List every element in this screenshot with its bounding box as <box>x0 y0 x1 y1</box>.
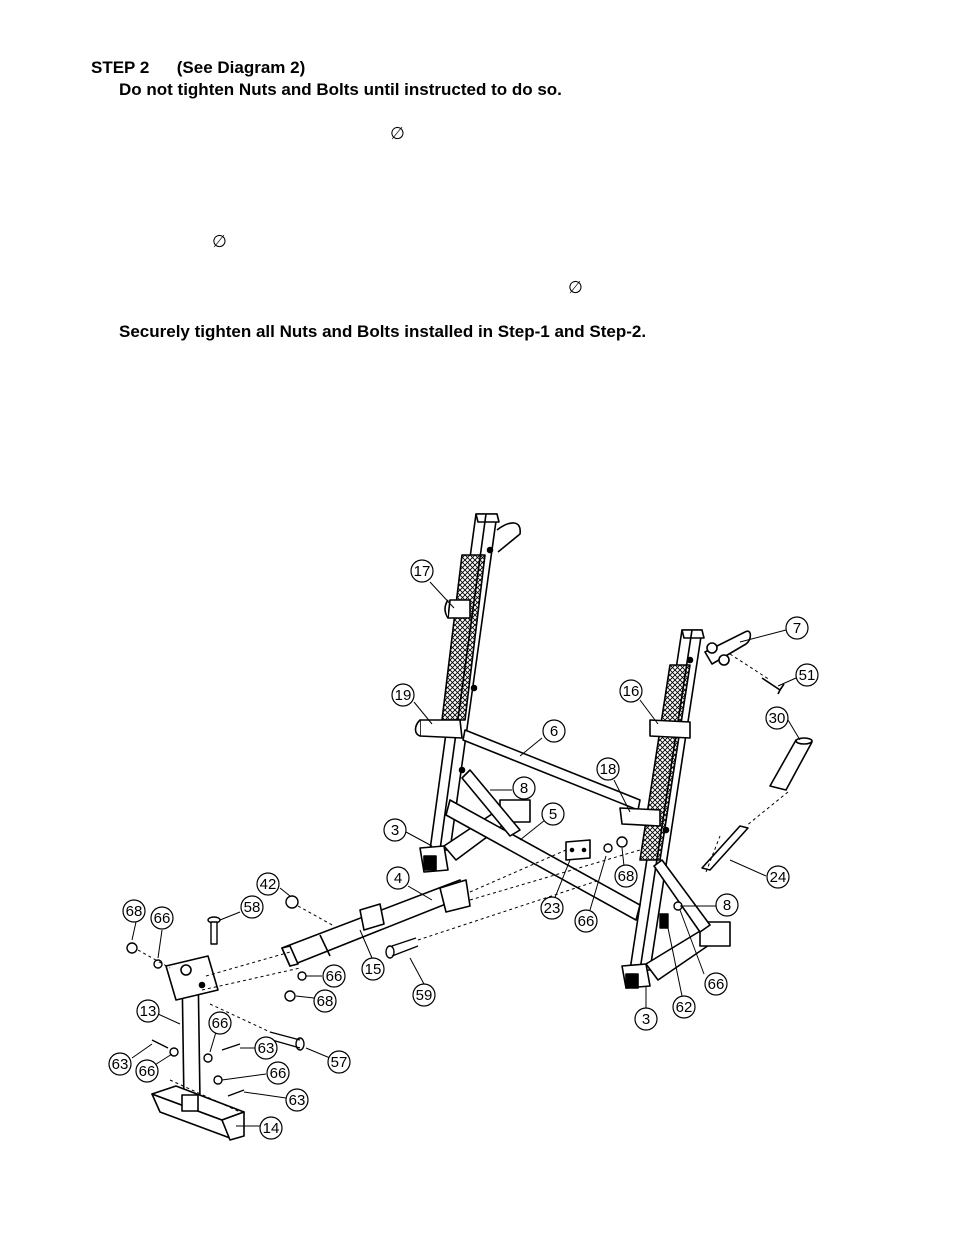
callout-16: 16 <box>623 683 640 700</box>
callout-19: 19 <box>395 687 412 704</box>
callout-51: 51 <box>799 667 816 684</box>
tighten-warning: Do not tighten Nuts and Bolts until inst… <box>119 80 562 99</box>
callout-18: 18 <box>600 761 617 778</box>
callout-5: 5 <box>549 806 557 823</box>
callout-4: 4 <box>394 870 402 887</box>
diameter-symbol: ∅ <box>390 124 405 144</box>
callout-7: 7 <box>793 620 801 637</box>
callout-23: 23 <box>544 900 561 917</box>
step-number: STEP 2 <box>91 58 150 77</box>
callout-68: 68 <box>126 903 143 920</box>
callout-6: 6 <box>550 723 558 740</box>
callout-58: 58 <box>244 899 261 916</box>
callout-66: 66 <box>212 1015 229 1032</box>
diameter-symbol: ∅ <box>568 278 583 298</box>
callout-66: 66 <box>139 1063 156 1080</box>
callout-66: 66 <box>578 913 595 930</box>
step-heading: STEP 2 (See Diagram 2) <box>91 58 305 78</box>
callout-8: 8 <box>520 780 528 797</box>
callout-57: 57 <box>331 1054 348 1071</box>
callout-68: 68 <box>317 993 334 1010</box>
callout-63: 63 <box>112 1056 129 1073</box>
callout-15: 15 <box>365 961 382 978</box>
callout-8: 8 <box>723 897 731 914</box>
callout-3: 3 <box>642 1011 650 1028</box>
callout-30: 30 <box>769 710 786 727</box>
callout-66: 66 <box>326 968 343 985</box>
callout-68: 68 <box>618 868 635 885</box>
callout-24: 24 <box>770 869 787 886</box>
callout-63: 63 <box>289 1092 306 1109</box>
callout-66: 66 <box>154 910 171 927</box>
callout-3: 3 <box>391 822 399 839</box>
callout-14: 14 <box>263 1120 280 1137</box>
callout-17: 17 <box>414 563 431 580</box>
callout-66: 66 <box>270 1065 287 1082</box>
diagram-reference: (See Diagram 2) <box>176 58 306 77</box>
diameter-symbol: ∅ <box>212 232 227 252</box>
callout-66: 66 <box>708 976 725 993</box>
callout-63: 63 <box>258 1040 275 1057</box>
callout-42: 42 <box>260 876 277 893</box>
callout-59: 59 <box>416 987 433 1004</box>
callout-62: 62 <box>676 999 693 1016</box>
callout-13: 13 <box>140 1003 157 1020</box>
final-instruction: Securely tighten all Nuts and Bolts inst… <box>119 322 647 341</box>
